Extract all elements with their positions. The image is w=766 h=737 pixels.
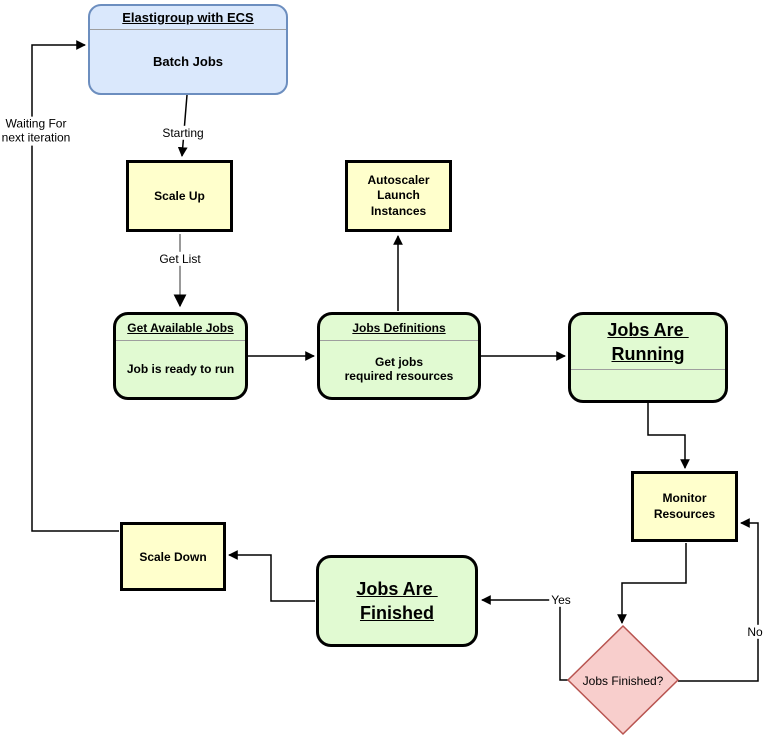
node-scale-up-label: Scale Up (154, 189, 205, 203)
edge-label-waiting: Waiting For next iteration (0, 116, 73, 146)
node-jobs-are-finished[interactable]: Jobs Are Finished (316, 555, 478, 647)
node-scale-up[interactable]: Scale Up (126, 160, 233, 232)
node-jobs-are-running-title: Jobs Are Running (571, 315, 725, 370)
edge-monitor-to-decision (617, 543, 687, 624)
edge-finished-to-scaledown (228, 550, 315, 602)
node-get-available-jobs-body: Job is ready to run (126, 362, 235, 376)
node-jobs-definitions-body: Get jobs required resources (344, 355, 454, 383)
node-monitor-resources-label: Monitor Resources (653, 490, 716, 521)
node-elastigroup-title: Elastigroup with ECS (90, 6, 286, 30)
edge-label-yes: Yes (549, 592, 573, 608)
node-get-available-jobs[interactable]: Get Available Jobs Job is ready to run (113, 312, 248, 400)
edge-label-starting: Starting (160, 125, 206, 141)
node-autoscaler-label: Autoscaler Launch Instances (367, 172, 430, 218)
node-jobs-are-finished-title: Jobs Are Finished (356, 578, 434, 623)
decision-jobs-finished-label: Jobs Finished? (582, 674, 664, 688)
edge-label-get-list: Get List (157, 251, 203, 267)
node-elastigroup-body: Batch Jobs (152, 54, 224, 69)
edge-label-no: No (745, 624, 765, 640)
node-elastigroup[interactable]: Elastigroup with ECS Batch Jobs (88, 4, 288, 95)
edge-running-to-monitor (647, 403, 690, 469)
decision-jobs-finished[interactable] (566, 624, 680, 736)
node-jobs-definitions[interactable]: Jobs Definitions Get jobs required resou… (317, 312, 481, 400)
node-jobs-definitions-title: Jobs Definitions (320, 315, 478, 341)
node-scale-down-label: Scale Down (139, 549, 207, 564)
node-monitor-resources[interactable]: Monitor Resources (631, 471, 738, 542)
edge-no (678, 518, 759, 682)
node-autoscaler[interactable]: Autoscaler Launch Instances (345, 160, 452, 232)
edge-waiting-loop (31, 40, 119, 532)
edge-starting-line (177, 94, 188, 157)
edge-yes (481, 595, 568, 681)
node-scale-down[interactable]: Scale Down (120, 522, 226, 591)
node-get-available-jobs-title: Get Available Jobs (116, 315, 245, 341)
node-jobs-are-running-body (571, 370, 725, 400)
node-jobs-are-running[interactable]: Jobs Are Running (568, 312, 728, 403)
